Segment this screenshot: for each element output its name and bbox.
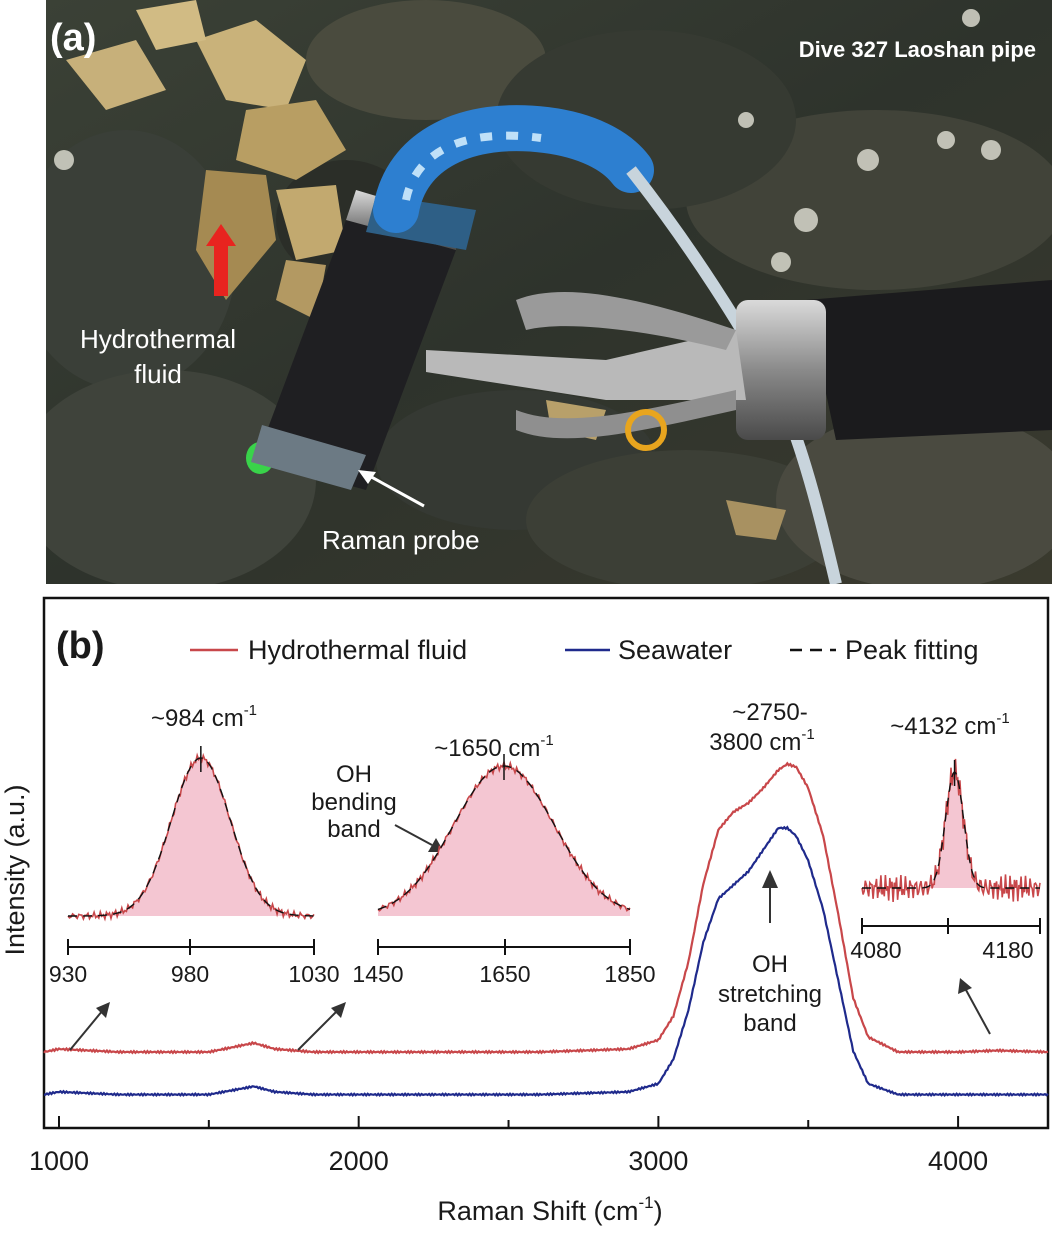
h2o-tick-label-0: 1450: [352, 961, 403, 987]
so4-observed-line: [67, 752, 315, 922]
x-tick-label: 1000: [29, 1146, 89, 1176]
panel-a-label: (a): [50, 17, 96, 59]
sea-anemones: [54, 9, 1001, 272]
stretch-band-label-line1: OH: [752, 951, 788, 978]
h2-tick-label-0: 4080: [850, 937, 901, 963]
hydrothermal-fluid-label-line2: fluid: [134, 359, 182, 389]
bending-band-label-line2: bending: [311, 789, 396, 816]
so4-fit-line: [68, 757, 314, 917]
so4-peak-area: [68, 758, 314, 916]
stretch-peak-label-line2: 3800 cm-1: [709, 726, 814, 756]
legend: Hydrothermal fluid Seawater Peak fitting: [190, 635, 979, 665]
hydrothermal-fluid-label-line1: Hydrothermal: [80, 324, 236, 354]
photo-panel: (a) Dive 327 Laoshan pipe Hydrothermal f…: [46, 0, 1052, 584]
h2o-peak-label: ~1650 cm-1: [434, 732, 553, 762]
legend-label-hydrothermal: Hydrothermal fluid: [248, 635, 467, 665]
so4-peak-label: ~984 cm-1: [151, 702, 257, 732]
h2-peak-area: [862, 772, 1040, 888]
x-axis-title: Raman Shift (cm-1): [437, 1193, 662, 1226]
x-axis: 1000 2000 3000 4000: [29, 1116, 988, 1176]
raman-probe: [251, 190, 476, 490]
h2o-pointer-arrow-icon: [331, 1002, 346, 1018]
stretch-band-label-line2: stretching: [718, 981, 822, 1008]
so4-tick-label-2: 1030: [288, 961, 339, 987]
bending-band-arrow-icon: [428, 838, 444, 852]
h2o-tick-label-1: 1650: [479, 961, 530, 987]
so4-tick-label-1: 980: [171, 961, 209, 987]
series-line-hydrothermal-fluid: [43, 761, 1049, 1055]
h2o-peak-area: [378, 766, 630, 916]
h2-peak-label: ~4132 cm-1: [890, 710, 1009, 740]
inset-h2: ~4132 cm-1 H2 4080 4180: [850, 710, 1041, 963]
manipulator-arm: [426, 280, 1052, 451]
h2-pointer-arrow-icon: [958, 978, 972, 994]
deep-sea-photo: (a) Dive 327 Laoshan pipe Hydrothermal f…: [46, 0, 1052, 584]
raman-probe-label: Raman probe: [322, 525, 480, 555]
photo-caption: Dive 327 Laoshan pipe: [799, 37, 1036, 62]
inset-so4: ~984 cm-1 SO42- 930 980 1030: [49, 702, 340, 987]
series-line-seawater: [44, 825, 1049, 1098]
stretch-band-label-line3: band: [743, 1010, 796, 1037]
h2-observed-line: [861, 758, 1041, 903]
probe-pointer-arrow-icon: [358, 470, 425, 508]
panel-b-label: (b): [56, 625, 105, 667]
y-axis-title: Intensity (a.u.): [0, 784, 30, 955]
h2-fit-line: [862, 771, 1040, 889]
bending-band-label-line3: band: [327, 816, 380, 843]
stretch-peak-label-line1: ~2750-: [732, 699, 807, 726]
legend-label-peak-fitting: Peak fitting: [845, 635, 979, 665]
bending-band-label-line1: OH: [336, 761, 372, 788]
x-tick-label: 4000: [928, 1146, 988, 1176]
so4-tick-label-0: 930: [49, 961, 87, 987]
chart-panel: (b) Hydrothermal fluid Seawater Peak fit…: [0, 590, 1052, 1238]
x-tick-label: 3000: [628, 1146, 688, 1176]
fluid-arrow-icon: [206, 224, 236, 296]
x-tick-label: 2000: [329, 1146, 389, 1176]
inset-h2o: ~1650 cm-1 OH bending band H2O 1450 1650…: [311, 732, 655, 987]
h2-tick-label-1: 4180: [982, 937, 1033, 963]
main-series: [43, 761, 1049, 1098]
raman-spectrum-chart: (b) Hydrothermal fluid Seawater Peak fit…: [0, 596, 1050, 1226]
h2o-tick-label-2: 1850: [604, 961, 655, 987]
inset-pointer-arrows: [69, 824, 991, 1051]
legend-label-seawater: Seawater: [618, 635, 732, 665]
stretch-band-arrow-icon: [762, 870, 778, 888]
so4-pointer-arrow-icon: [96, 1002, 110, 1018]
